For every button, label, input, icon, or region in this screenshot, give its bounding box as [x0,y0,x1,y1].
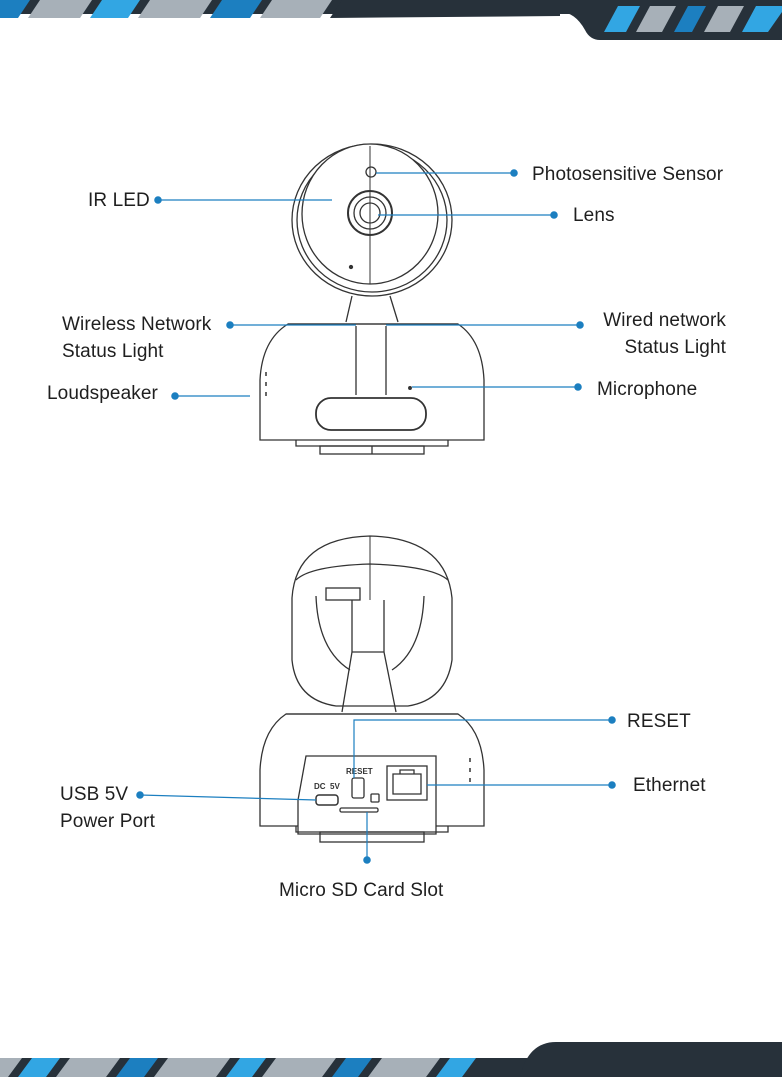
bottom-banner-right-block [520,1042,782,1077]
dc-marking: DC 5V [314,782,340,791]
camera-neck [346,296,398,322]
loudspeaker-label: Loudspeaker [47,380,158,407]
camera-head-rear [292,536,452,706]
camera-rear-view [260,536,484,842]
bottom-banner-stripes [0,1058,476,1077]
wired-status-label: Wired network Status Light [603,307,726,361]
bottom-banner [0,1034,782,1077]
wireless-status-label-line1: Wireless Network [62,311,211,338]
usb-label: USB 5V Power Port [60,781,155,835]
base-foot [296,440,448,446]
camera-base-body [260,324,484,440]
wireless-status-label: Wireless Network Status Light [62,311,211,365]
reset-label: RESET [627,708,691,735]
micro-sd-label: Micro SD Card Slot [279,877,443,904]
wired-status-label-line2: Status Light [603,334,726,361]
microphone-label: Microphone [597,376,697,403]
camera-front-view [260,144,484,454]
photosensitive-sensor-label: Photosensitive Sensor [532,161,723,188]
ir-led-label: IR LED [88,187,150,214]
usb-label-line2: Power Port [60,808,155,835]
ethernet-label: Ethernet [633,772,706,799]
ir-led-dot [350,266,353,269]
usb-label-line1: USB 5V [60,781,155,808]
wireless-status-label-line2: Status Light [62,338,211,365]
microphone-hole [409,387,412,390]
reset-marking: RESET [346,767,373,776]
lens-label: Lens [573,202,615,229]
wired-status-label-line1: Wired network [603,307,726,334]
